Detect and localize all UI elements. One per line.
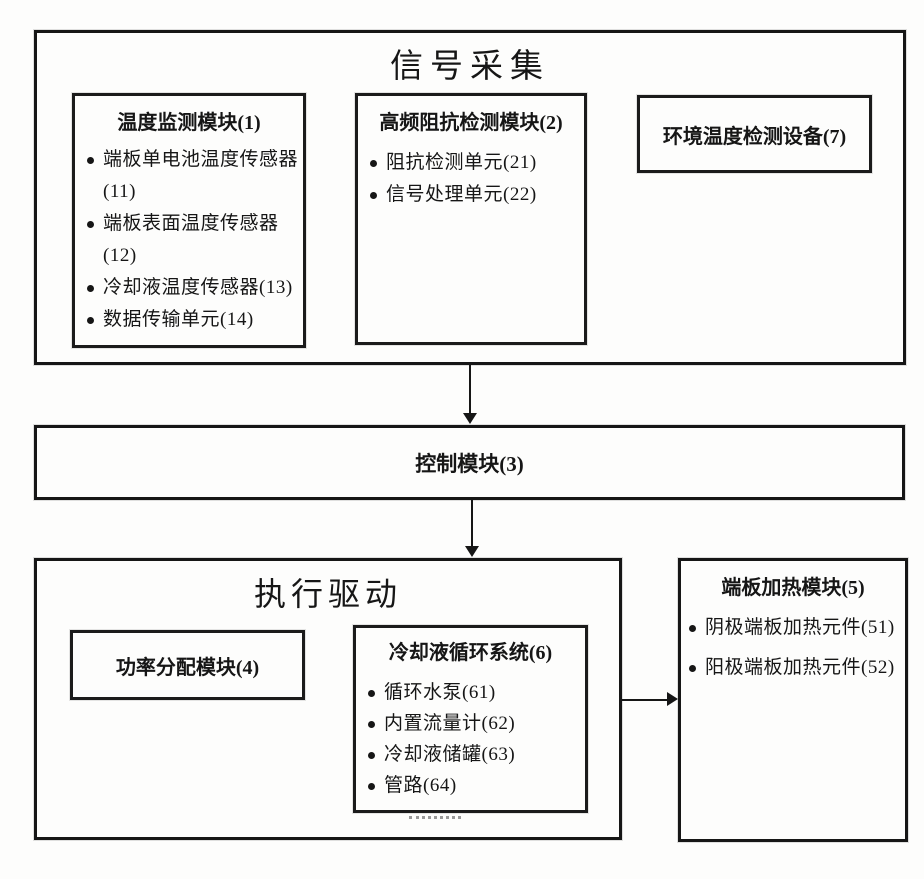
list-item: 阻抗检测单元(21) [370, 147, 580, 179]
section-signal-acquisition: 信号采集 温度监测模块(1) 端板单电池温度传感器(11) 端板表面温度传感器(… [34, 30, 906, 365]
module-title: 环境温度检测设备(7) [662, 125, 847, 148]
module-item-list: 端板单电池温度传感器(11) 端板表面温度传感器(12) 冷却液温度传感器(13… [75, 144, 303, 336]
arrow-right-line [622, 699, 668, 701]
scan-artifact [409, 816, 461, 819]
arrow-down-line [471, 500, 473, 547]
list-item: 冷却液温度传感器(13) [87, 272, 301, 304]
module-ambient-temperature-device: 环境温度检测设备(7) [637, 95, 872, 173]
module-title: 高频阻抗检测模块(2) [379, 112, 563, 134]
bullet-icon [368, 783, 375, 790]
module-title: 控制模块(3) [415, 451, 524, 476]
list-item: 阴极端板加热元件(51) [689, 616, 901, 640]
module-item-list: 阴极端板加热元件(51) 阳极端板加热元件(52) [681, 616, 905, 680]
module-title: 端板加热模块(5) [721, 577, 865, 599]
arrow-down-line [469, 365, 471, 415]
bullet-icon [368, 721, 375, 728]
module-item-list: 循环水泵(61) 内置流量计(62) 冷却液储罐(63) 管路(64) [356, 677, 585, 801]
section-title: 执行驱动 [253, 576, 402, 612]
arrow-down-icon [465, 546, 479, 557]
bullet-icon [689, 625, 696, 632]
module-endplate-heating: 端板加热模块(5) 阴极端板加热元件(51) 阳极端板加热元件(52) [678, 558, 908, 842]
section-execution-drive: 执行驱动 功率分配模块(4) 冷却液循环系统(6) 循环水泵(61) 内置流量计… [34, 558, 622, 840]
list-item: 管路(64) [368, 770, 581, 801]
module-temperature-monitoring: 温度监测模块(1) 端板单电池温度传感器(11) 端板表面温度传感器(12) 冷… [72, 93, 306, 348]
module-title: 功率分配模块(4) [115, 656, 260, 679]
module-title: 温度监测模块(1) [117, 112, 261, 134]
bullet-icon [689, 665, 696, 672]
arrow-right-icon [667, 692, 678, 706]
list-item: 端板表面温度传感器(12) [87, 208, 301, 272]
section-title: 信号采集 [390, 49, 550, 85]
bullet-icon [370, 160, 377, 167]
module-title: 冷却液循环系统(6) [388, 642, 553, 664]
module-power-distribution: 功率分配模块(4) [70, 630, 305, 700]
bullet-icon [368, 752, 375, 759]
arrow-down-icon [463, 413, 477, 424]
list-item: 数据传输单元(14) [87, 304, 301, 336]
bullet-icon [87, 285, 94, 292]
list-item: 冷却液储罐(63) [368, 739, 581, 770]
list-item: 循环水泵(61) [368, 677, 581, 708]
module-impedance-detection: 高频阻抗检测模块(2) 阻抗检测单元(21) 信号处理单元(22) [355, 93, 587, 345]
bullet-icon [87, 157, 94, 164]
list-item: 信号处理单元(22) [370, 179, 580, 211]
bullet-icon [368, 690, 375, 697]
module-control: 控制模块(3) [34, 425, 905, 500]
module-item-list: 阻抗检测单元(21) 信号处理单元(22) [358, 147, 584, 211]
bullet-icon [370, 192, 377, 199]
bullet-icon [87, 317, 94, 324]
list-item: 内置流量计(62) [368, 708, 581, 739]
bullet-icon [87, 221, 94, 228]
list-item: 端板单电池温度传感器(11) [87, 144, 301, 208]
list-item: 阳极端板加热元件(52) [689, 656, 901, 680]
module-coolant-circulation: 冷却液循环系统(6) 循环水泵(61) 内置流量计(62) 冷却液储罐(63) … [353, 625, 588, 813]
